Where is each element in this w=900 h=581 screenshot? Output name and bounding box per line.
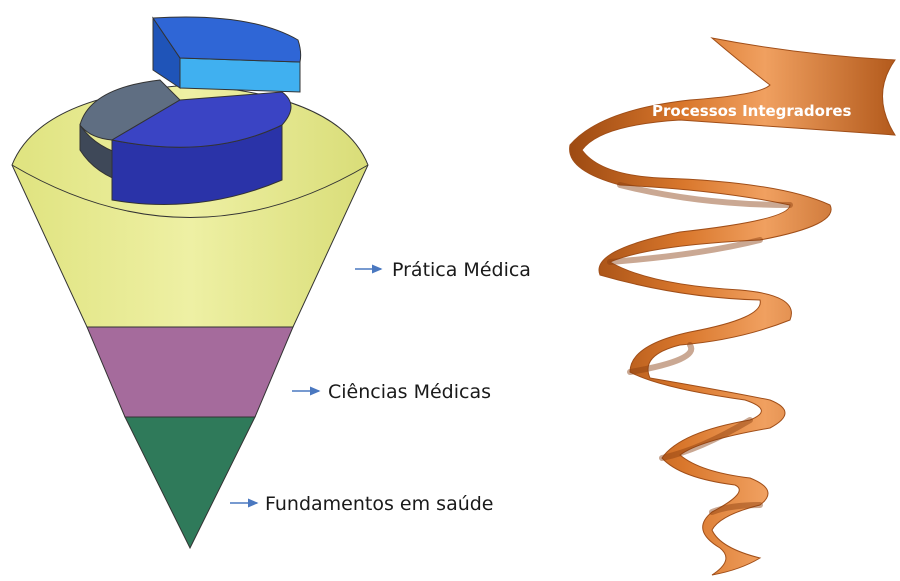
label-fundamentos: Fundamentos em saúde	[230, 493, 494, 515]
spiral-diagram: Processos Integradores	[570, 38, 895, 575]
label-pratica: Prática Médica	[355, 259, 531, 281]
label-text-pratica: Prática Médica	[392, 259, 531, 281]
label-text-fundamentos: Fundamentos em saúde	[265, 493, 494, 515]
cone-layer-fundamentos	[125, 417, 255, 548]
label-ciencias: Ciências Médicas	[292, 381, 491, 403]
pie-chart-3d	[80, 17, 301, 205]
pie-top-block-face	[180, 58, 300, 92]
spiral-title: Processos Integradores	[652, 102, 852, 120]
cone-layer-ciencias	[87, 327, 293, 417]
label-text-ciencias: Ciências Médicas	[328, 381, 491, 403]
